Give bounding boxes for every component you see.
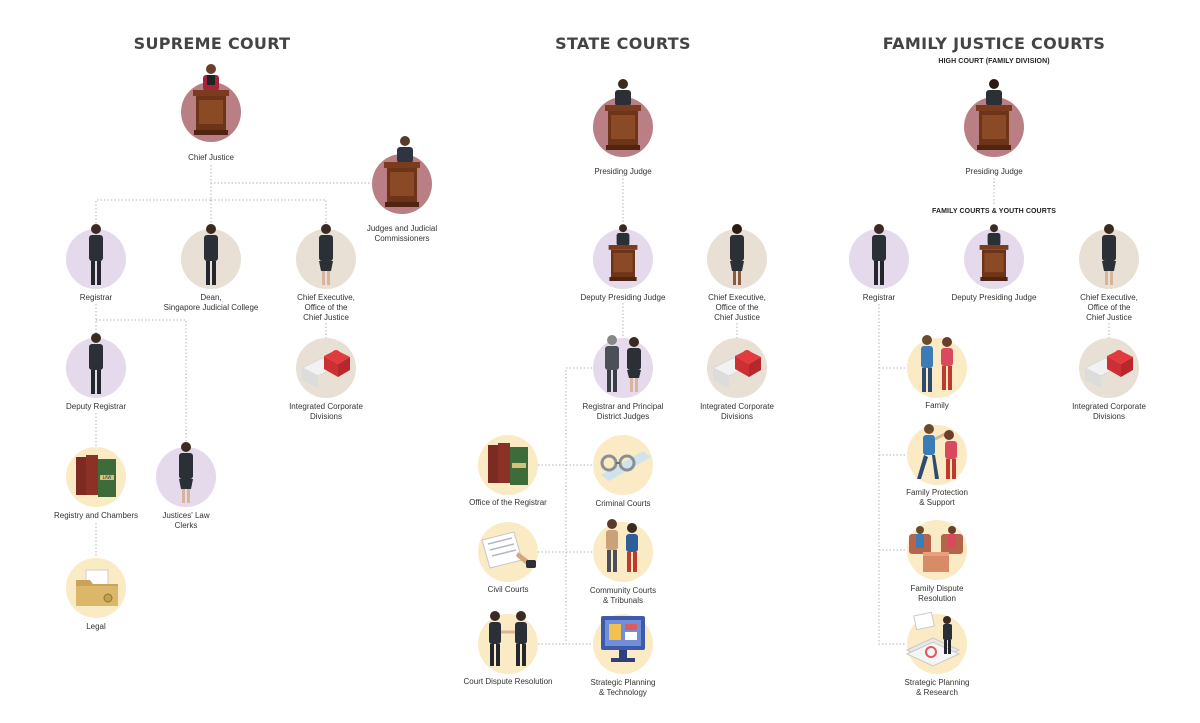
circle-background [593,338,653,398]
two-persons-icon [605,335,641,392]
label-integrated-corporate: Integrated Corporate Divisions [1072,402,1146,421]
label-court-dispute-resolution: Court Dispute Resolution [463,677,553,686]
judge-podium-icon [193,64,229,135]
label-presiding-judge: Presiding Judge [965,167,1023,176]
label-integrated-corporate: Integrated Corporate Divisions [700,402,774,421]
label-registrar: Registrar [862,293,896,302]
label-registrar: Registrar [79,293,113,302]
law-books-icon [488,443,528,485]
label-chief-justice: Chief Justice [188,153,234,162]
label-family-protection: Family Protection & Support [906,488,968,507]
handshake-icon [489,611,527,666]
label-dean: Dean, Singapore Judicial College [163,293,259,312]
puzzle-icon [300,350,350,388]
documents-research-icon [905,611,961,667]
label-deputy-presiding-judge: Deputy Presiding Judge [951,293,1037,302]
puzzle-icon [711,350,761,388]
person-suit-icon [89,333,103,394]
label-criminal-courts: Criminal Courts [595,499,651,508]
family-couple-icon [921,335,953,392]
person-suit-icon [1102,224,1116,285]
law-books-icon: LAW [76,455,116,497]
protection-conflict-icon [917,424,957,479]
person-suit-icon [872,224,886,285]
puzzle-icon [1083,350,1133,388]
family-youth-subtitle: FAMILY COURTS & YOUTH COURTS [931,208,1056,215]
person-suit-icon [179,442,193,503]
label-family-dispute-resolution: Family Dispute Resolution [910,584,964,603]
judge-podium-icon [605,79,641,150]
supreme-court-title: SUPREME COURT [133,34,291,53]
label-chief-executive: Chief Executive, Office of the Chief Jus… [708,293,766,322]
monitor-icon [601,616,645,662]
circle-background [593,522,653,582]
high-court-subtitle: HIGH COURT (FAMILY DIVISION) [938,58,1050,65]
label-deputy-presiding-judge: Deputy Presiding Judge [580,293,666,302]
two-persons-icon [606,519,638,572]
person-suit-icon [730,224,744,285]
label-chief-executive: Chief Executive, Office of the Chief Jus… [1080,293,1138,322]
label-registry-chambers: Registry and Chambers [53,511,139,520]
label-chief-executive: Chief Executive, Office of the Chief Jus… [297,293,355,322]
family-justice-courts-title: FAMILY JUSTICE COURTS [882,34,1106,53]
handcuffs-icon [600,451,651,481]
mediation-table-icon [909,526,963,572]
label-strategic-planning-research: Strategic Planning & Research [904,678,970,697]
label-judges-commissioners: Judges and Judicial Commissioners [366,224,438,243]
label-integrated-corporate: Integrated Corporate Divisions [289,402,363,421]
circle-background [907,338,967,398]
person-suit-icon [89,224,103,285]
label-law-clerks: Justices' Law Clerks [162,511,210,530]
label-strategic-planning-technology: Strategic Planning & Technology [590,678,656,697]
judge-podium-icon [976,79,1012,150]
label-deputy-registrar: Deputy Registrar [65,402,127,411]
person-suit-icon [319,224,333,285]
document-sign-icon [481,531,536,569]
circle-background [478,614,538,674]
judge-podium-icon [979,224,1009,281]
label-community-courts: Community Courts & Tribunals [589,586,657,605]
judge-podium-icon [608,224,638,281]
judge-podium-icon [384,136,420,207]
state-courts-title: STATE COURTS [555,34,691,53]
svg-text:LAW: LAW [103,475,112,480]
label-legal: Legal [86,622,106,631]
label-civil-courts: Civil Courts [487,585,529,594]
label-presiding-judge: Presiding Judge [594,167,652,176]
label-registrar-principal-judges: Registrar and Principal District Judges [582,402,664,421]
label-family: Family [925,401,949,410]
person-suit-icon [204,224,218,285]
label-office-registrar: Office of the Registrar [469,498,547,507]
folder-icon [76,569,118,606]
